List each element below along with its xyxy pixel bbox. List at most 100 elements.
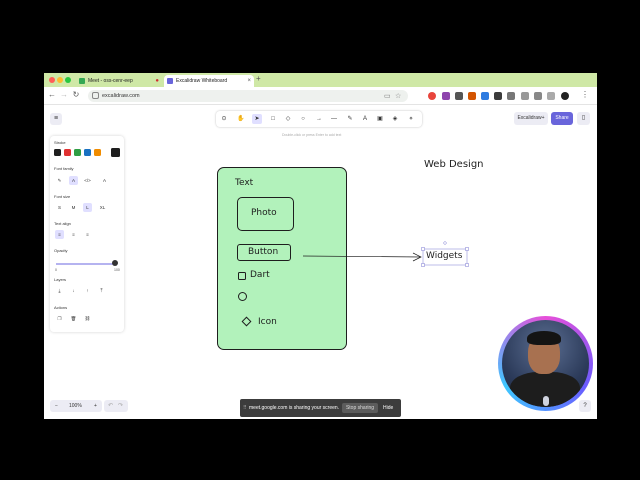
align-right-icon[interactable]: ≡ [86,232,89,237]
stroke-color-swatch[interactable] [54,149,61,156]
checkbox-shape[interactable] [238,272,246,280]
diamond-tool-icon[interactable]: ◇ [285,116,291,122]
line-icon[interactable]: — [331,116,337,122]
extension-icon[interactable] [468,92,476,100]
tab-label: Excalidraw Whiteboard [176,78,228,84]
stroke-color-swatch[interactable] [74,149,81,156]
hide-banner-button[interactable]: Hide [383,405,394,411]
drawing-canvas[interactable]: Text Photo Button Dart Icon [44,106,597,419]
tab-meet[interactable]: Meet - oss-cenr-eep ● [76,75,162,87]
link-icon[interactable]: ⛓ [84,316,91,321]
hand-drawn-font-icon[interactable]: ✎ [57,178,62,183]
profile-avatar[interactable] [561,92,569,100]
zoom-level[interactable]: 100% [69,403,82,409]
font-size-xl[interactable]: XL [99,205,106,210]
main-menu-button[interactable]: ≡ [50,113,62,125]
sidebar-icon[interactable] [547,92,555,100]
install-icon[interactable]: ▭ [384,93,391,100]
selection-icon[interactable]: ➤ [252,114,262,124]
stroke-color-swatch[interactable] [64,149,71,156]
photo-label[interactable]: Photo [251,208,277,218]
share-button[interactable]: Share [551,112,573,125]
extensions-puzzle-icon[interactable] [521,92,529,100]
stroke-color-swatch[interactable] [94,149,101,156]
align-center-icon[interactable]: ≡ [72,232,75,237]
address-bar[interactable]: excalidraw.com ▭ ☆ [88,90,408,102]
opacity-slider[interactable] [56,263,117,265]
zoom-in-button[interactable]: + [94,403,97,409]
current-stroke-color[interactable] [111,148,120,157]
webcam-bubble[interactable] [498,316,593,411]
align-left-icon[interactable]: ≡ [55,230,64,239]
radio-circle-shape[interactable] [238,292,247,301]
hand-icon[interactable]: ✋ [237,116,245,122]
widgets-text[interactable]: Widgets [426,251,463,261]
arrow-shape [302,241,469,267]
bookmark-star-icon[interactable]: ☆ [395,93,402,100]
lock-icon[interactable]: ⊙ [221,116,227,122]
image-icon[interactable]: ▣ [377,116,383,122]
code-font-icon[interactable]: </> [84,178,91,183]
library-icon[interactable]: ▯ [577,112,590,125]
button-box[interactable] [237,244,291,261]
ellipse-icon[interactable]: ○ [301,116,305,122]
extension-icon[interactable] [481,92,489,100]
maximize-window-icon[interactable] [65,77,71,83]
opacity-max: 100 [114,268,120,272]
layers-label: Layers [54,277,67,282]
site-info-icon[interactable] [92,92,99,99]
stroke-color-swatch[interactable] [84,149,91,156]
duplicate-icon[interactable]: ❐ [57,316,62,321]
arrow-icon[interactable]: → [316,116,322,122]
extension-icon[interactable] [428,92,436,100]
kebab-menu-icon[interactable]: ⋮ [581,90,589,99]
downloads-icon[interactable] [534,92,542,100]
redo-icon[interactable]: ↷ [118,403,124,409]
help-icon[interactable]: ? [579,400,591,412]
button-label[interactable]: Button [248,247,279,257]
extension-icon[interactable] [455,92,463,100]
browser-toolbar: ← → ↻ excalidraw.com ▭ ☆ ⋮ [44,87,597,105]
font-size-s[interactable]: S [57,205,61,210]
excalidraw-icon [167,78,173,84]
drag-handle-icon[interactable]: ⠿ [243,405,247,411]
opacity-slider-handle[interactable] [112,260,118,266]
more-tools-icon[interactable]: ⋄ [409,116,413,122]
frame-title-text[interactable]: Text [235,178,254,188]
forward-icon[interactable]: → [60,90,68,99]
stroke-label: Stroke [54,140,66,145]
font-picker-icon[interactable]: A [102,178,106,183]
bring-to-front-icon[interactable]: ⤒ [100,288,103,293]
normal-font-icon[interactable]: A [69,176,78,185]
extension-icon[interactable] [442,92,450,100]
delete-icon[interactable]: 🗑 [70,316,77,321]
extension-icon[interactable] [494,92,502,100]
undo-icon[interactable]: ↶ [108,403,114,409]
send-backward-icon[interactable]: ↓ [72,288,75,293]
pencil-icon[interactable]: ✎ [347,116,353,122]
checkbox-label[interactable]: Dart [250,270,270,280]
text-align-label: Text align [54,221,71,226]
back-icon[interactable]: ← [48,90,56,99]
close-tab-icon[interactable]: × [247,78,251,84]
bring-forward-icon[interactable]: ↑ [86,288,89,293]
font-size-m[interactable]: M [71,205,76,210]
tab-excalidraw[interactable]: Excalidraw Whiteboard × [164,75,254,87]
icon-label[interactable]: Icon [258,317,277,327]
send-to-back-icon[interactable]: ⤓ [58,288,61,293]
font-size-l[interactable]: L [83,203,92,212]
zoom-out-button[interactable]: − [55,403,58,409]
new-tab-button[interactable]: + [256,74,261,83]
close-window-icon[interactable] [49,77,55,83]
shape-toolbar: ⊙ ✋ ➤ □ ◇ ○ → — ✎ A ▣ ◈ ⋄ [216,111,422,127]
minimize-window-icon[interactable] [57,77,63,83]
photo-box[interactable] [237,197,294,231]
web-design-heading[interactable]: Web Design [424,159,484,170]
extension-icon[interactable] [507,92,515,100]
reload-icon[interactable]: ↻ [72,90,80,99]
stop-sharing-button[interactable]: Stop sharing [342,403,378,413]
eraser-icon[interactable]: ◈ [392,116,398,122]
text-icon[interactable]: A [362,116,367,122]
rectangle-icon[interactable]: □ [271,116,275,122]
excalidraw-plus-button[interactable]: Excalidraw+ [514,112,548,125]
